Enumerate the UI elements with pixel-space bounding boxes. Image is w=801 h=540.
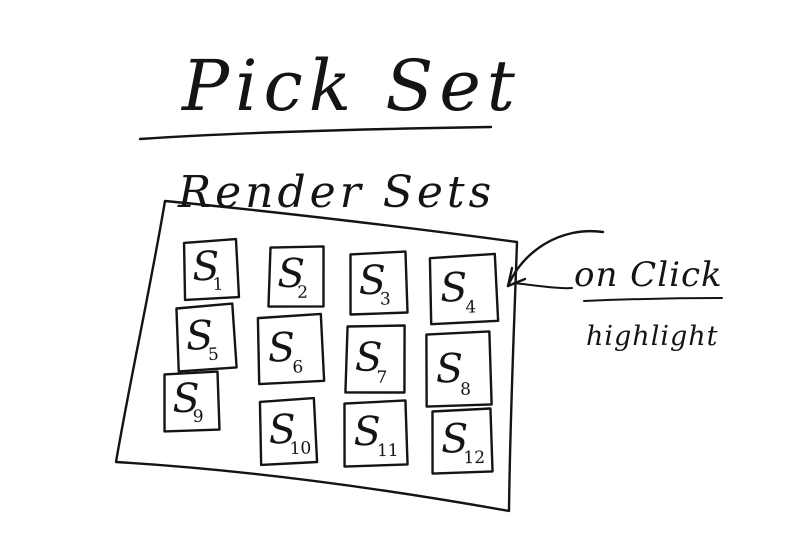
set-tile[interactable]: S9	[163, 370, 221, 433]
set-tile-border	[344, 324, 406, 394]
set-tile-number: 12	[463, 448, 485, 468]
set-tile-number: 9	[193, 407, 204, 427]
set-tile-border	[256, 312, 326, 386]
set-tile-label: S	[172, 376, 200, 422]
set-tile-number: 7	[376, 368, 387, 388]
set-tile-label: S	[268, 407, 297, 454]
set-tile-number: 2	[297, 283, 308, 303]
set-tile-number: 4	[465, 297, 477, 317]
set-tile-border	[428, 252, 500, 326]
set-tile[interactable]: S3	[349, 250, 409, 316]
set-tile[interactable]: S1	[182, 237, 241, 302]
set-tile-number: 6	[292, 357, 304, 377]
title-divider	[138, 125, 493, 141]
set-tile-label: S	[441, 416, 469, 462]
render-sets-panel	[114, 199, 519, 513]
arrow-tail	[513, 282, 573, 290]
set-tile-number: 8	[460, 380, 471, 400]
set-tile-label: S	[435, 346, 463, 392]
set-tile-label: S	[353, 409, 381, 455]
set-tile[interactable]: S8	[425, 330, 493, 408]
set-tile-number: 5	[208, 345, 220, 366]
set-tile-border	[349, 250, 409, 316]
set-tile-border	[425, 330, 493, 408]
set-tile-border	[431, 407, 494, 475]
set-tile-border	[343, 399, 409, 468]
set-tile[interactable]: S5	[175, 302, 238, 373]
set-tile[interactable]: S7	[344, 324, 406, 394]
set-tile[interactable]: S6	[256, 312, 326, 386]
set-tile[interactable]: S12	[431, 407, 494, 475]
set-tile-label: S	[191, 243, 220, 290]
set-tile[interactable]: S11	[343, 399, 409, 468]
set-tile-label: S	[185, 312, 215, 359]
set-tile-number: 10	[289, 438, 311, 459]
set-tile[interactable]: S10	[258, 396, 319, 467]
annotation-arrow	[506, 229, 605, 288]
set-tile-border	[163, 370, 221, 433]
set-tile-label: S	[277, 251, 305, 297]
set-tile-border	[267, 245, 325, 308]
set-tile[interactable]: S4	[428, 252, 500, 326]
set-tile-number: 3	[380, 289, 391, 309]
annotation-underline	[583, 297, 723, 302]
set-tile-label: S	[355, 335, 383, 381]
set-tile-border	[258, 396, 319, 467]
set-tile-label: S	[439, 265, 468, 312]
set-tile-label: S	[358, 258, 386, 304]
set-tile-label: S	[267, 325, 296, 372]
annotation-action: highlight	[586, 321, 719, 352]
set-tile-border	[182, 237, 241, 302]
set-tile-number: 11	[377, 441, 399, 461]
section-label: Render Sets	[177, 167, 495, 218]
set-tile-number: 1	[212, 275, 224, 295]
page-title: Pick Set	[180, 45, 521, 127]
set-tile[interactable]: S2	[267, 245, 325, 308]
set-tile-border	[175, 302, 238, 373]
annotation-event: on Click	[574, 255, 723, 295]
